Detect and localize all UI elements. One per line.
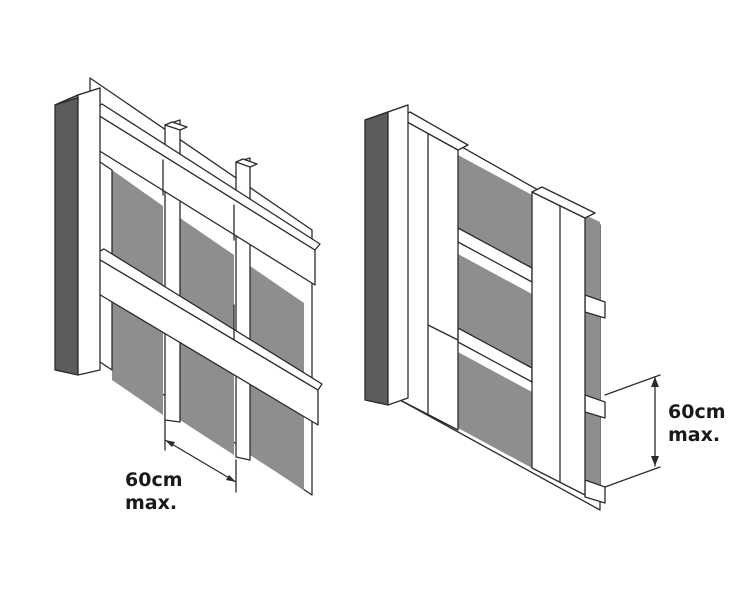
left-wall-post [54, 87, 101, 376]
right-wall-post [364, 104, 409, 406]
right-dimension-suffix: max. [668, 424, 720, 446]
left-dimension-value: 60cm [125, 469, 183, 491]
left-dimension-line [164, 419, 237, 493]
left-diagram: 60cm max. [54, 77, 323, 514]
right-battens [399, 111, 596, 496]
left-battens [89, 103, 323, 426]
left-dimension-suffix: max. [125, 492, 177, 514]
right-dimension-line [604, 374, 661, 488]
right-panels [458, 155, 600, 500]
right-diagram: 60cm max. [364, 104, 726, 511]
right-dimension-value: 60cm [668, 401, 726, 423]
